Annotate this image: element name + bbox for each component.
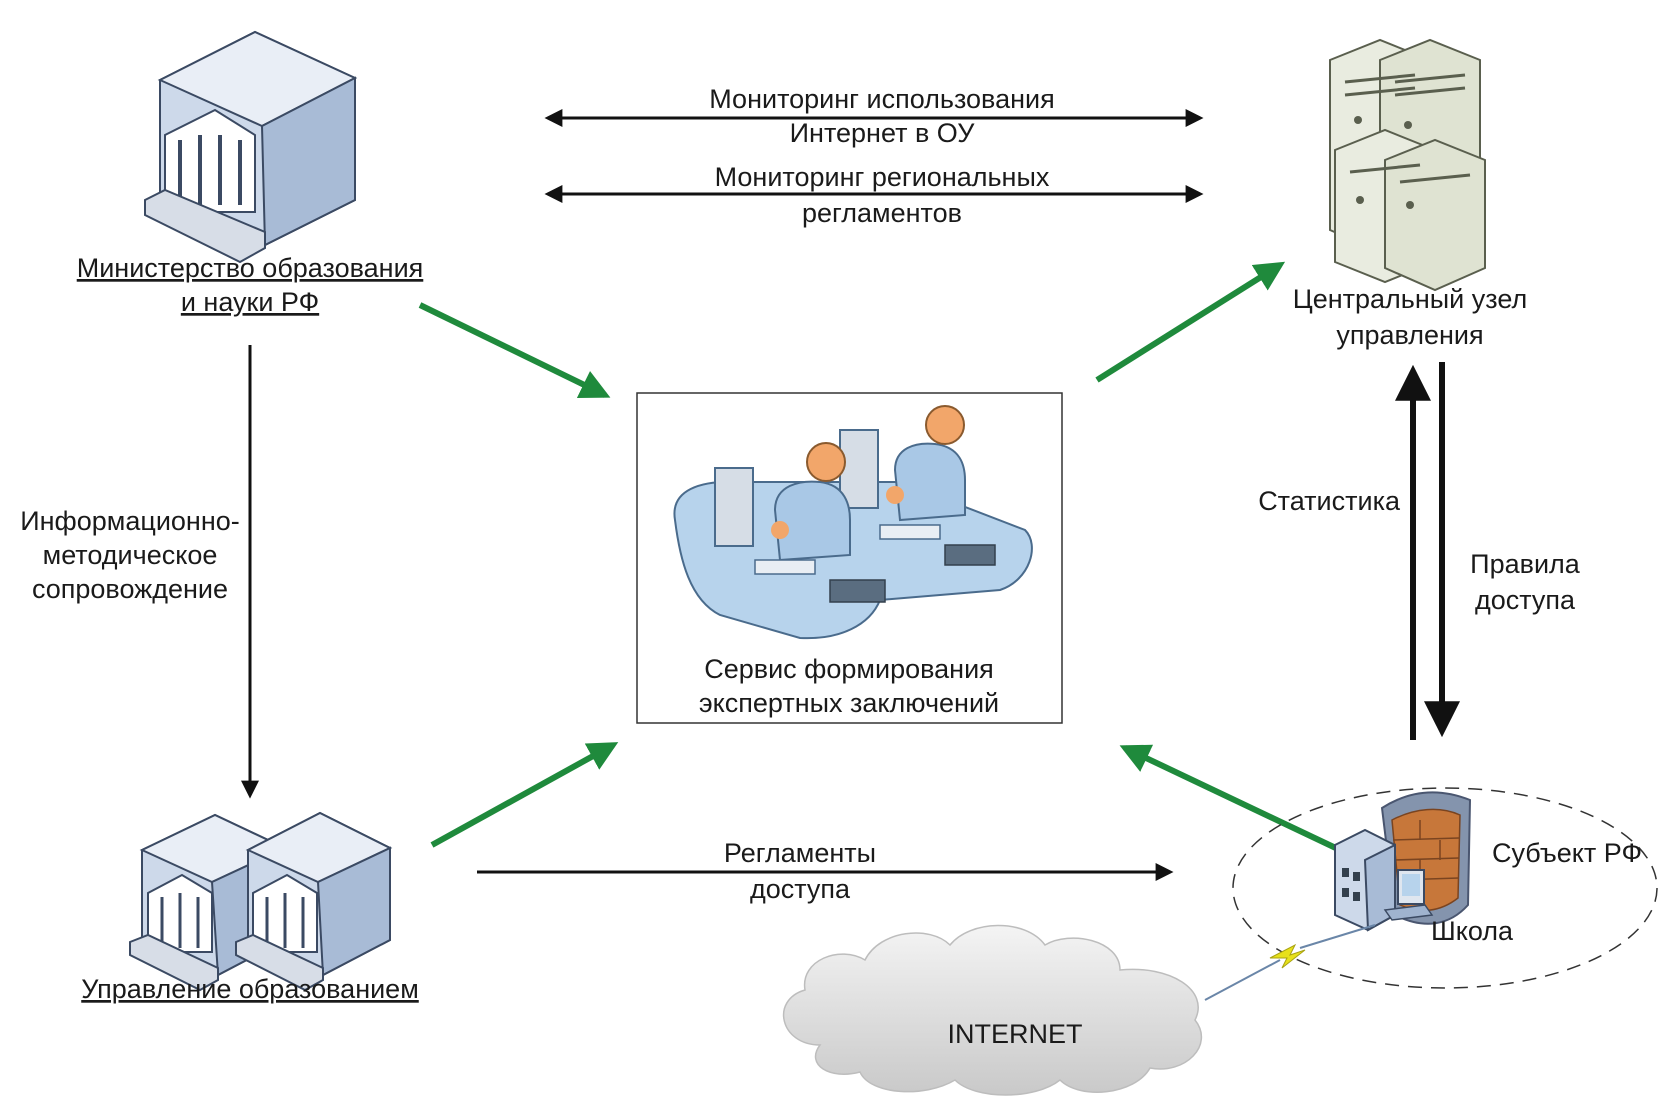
- service-label-line1: Сервис формирования: [704, 654, 994, 684]
- ministry-label-line2: и науки РФ: [181, 287, 319, 317]
- ministry-building-icon: [144, 30, 358, 264]
- school-label: Школа: [1431, 916, 1514, 946]
- school-building-icon: [1334, 828, 1396, 932]
- school-computer-icon: [1383, 869, 1434, 921]
- monitoring-regulations-label-line1: Мониторинг региональных: [715, 162, 1050, 192]
- central-node-label-line1: Центральный узел: [1293, 284, 1527, 314]
- central-node-label-line2: управления: [1336, 320, 1483, 350]
- arrow-admin-to-service: [430, 742, 619, 848]
- operators-workstation-icon: [673, 405, 1033, 640]
- arrow-ministry-to-service: [418, 302, 611, 398]
- access-regulations-label-line2: доступа: [750, 874, 851, 904]
- arrow-service-to-central: [1095, 261, 1286, 383]
- arrow-school-to-service: [1119, 744, 1342, 853]
- internet-cloud-icon: [782, 924, 1202, 1096]
- service-label-line2: экспертных заключений: [699, 688, 999, 718]
- internet-label: INTERNET: [948, 1019, 1083, 1049]
- edu-admin-label: Управление образованием: [81, 974, 419, 1004]
- monitoring-internet-label-line2: Интернет в ОУ: [790, 118, 976, 148]
- server-rack-icon: [1329, 38, 1486, 292]
- info-support-label-line1: Информационно-: [20, 506, 240, 536]
- access-rules-label-line2: доступа: [1475, 585, 1576, 615]
- info-support-label-line3: сопровождение: [32, 574, 228, 604]
- internet-connection-link: [1204, 924, 1376, 1001]
- edu-admin-buildings-icon: [129, 811, 393, 992]
- subject-rf-label: Субъект РФ: [1492, 838, 1642, 868]
- monitoring-internet-label-line1: Мониторинг использования: [709, 84, 1054, 114]
- info-support-label-line2: методическое: [43, 540, 218, 570]
- statistics-label: Статистика: [1258, 486, 1401, 516]
- ministry-label-line1: Министерство образования: [77, 253, 424, 283]
- access-regulations-label-line1: Регламенты: [724, 838, 876, 868]
- access-rules-label-line1: Правила: [1470, 549, 1581, 579]
- subject-rf-boundary: [1232, 787, 1658, 989]
- monitoring-regulations-label-line2: регламентов: [802, 198, 962, 228]
